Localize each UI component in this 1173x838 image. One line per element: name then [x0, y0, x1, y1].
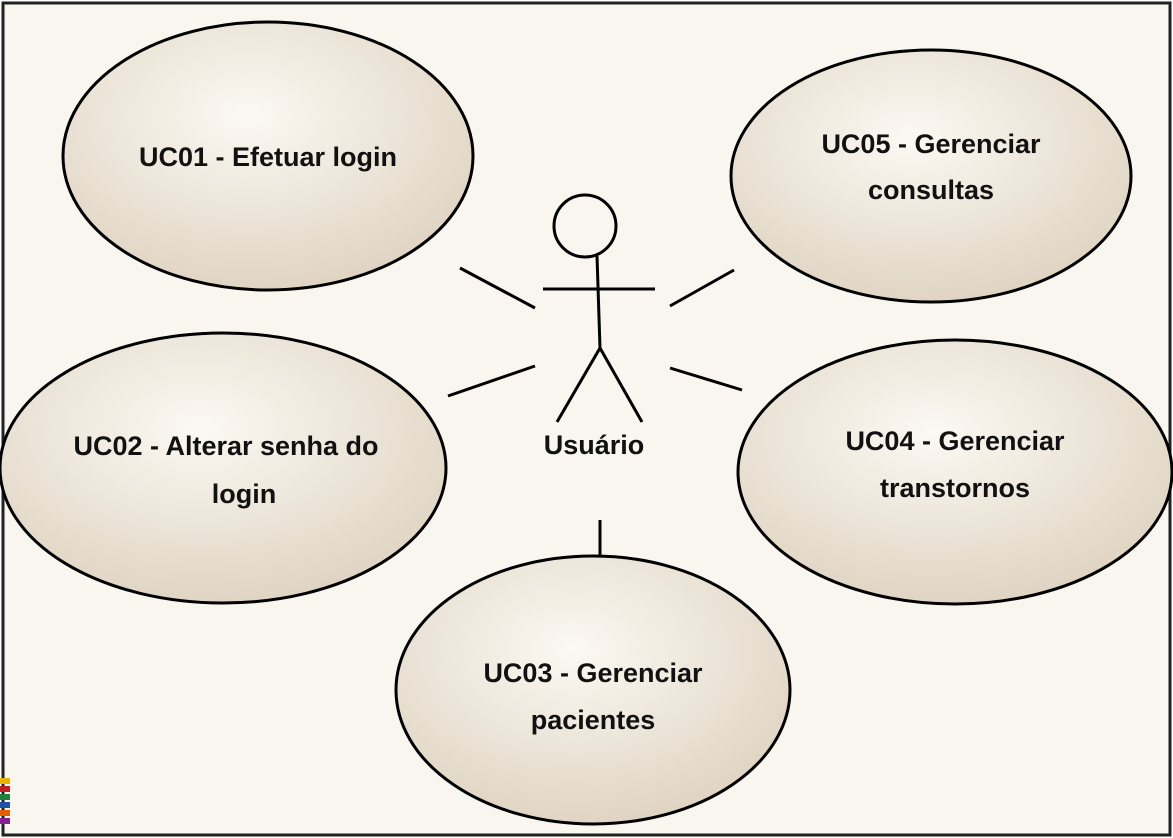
use-case-ellipse	[736, 338, 1173, 606]
use-case-label-line-2: consultas	[868, 175, 994, 205]
association-uc02	[447, 364, 536, 398]
use-case-label-line-2: transtornos	[880, 473, 1030, 503]
use-case-uc05[interactable]: UC05 - Gerenciar consultas	[729, 48, 1133, 304]
use-case-ellipse	[61, 20, 475, 292]
use-case-uc02[interactable]: UC02 - Alterar senha do login	[0, 331, 448, 605]
use-case-ellipse	[0, 331, 448, 605]
corner-decoration	[0, 778, 10, 824]
use-case-label: UC01 - Efetuar login	[139, 142, 397, 172]
use-case-uc04[interactable]: UC04 - Gerenciar transtornos	[736, 338, 1173, 606]
use-case-label-line-1: UC02 - Alterar senha do	[73, 431, 378, 461]
association-uc01	[459, 266, 536, 310]
use-case-ellipse	[394, 554, 792, 826]
use-case-label-line-1: UC04 - Gerenciar	[845, 426, 1065, 456]
association-uc04	[669, 366, 743, 392]
use-case-uc03[interactable]: UC03 - Gerenciar pacientes	[394, 554, 792, 826]
actor-figure-icon	[543, 193, 655, 423]
use-case-label-line-1: UC03 - Gerenciar	[483, 658, 703, 688]
use-case-label-line-2: pacientes	[531, 705, 656, 735]
actor-usuario[interactable]: Usuário	[543, 193, 655, 460]
association-uc05	[669, 268, 735, 308]
use-case-uc01[interactable]: UC01 - Efetuar login	[61, 20, 475, 292]
actor-label: Usuário	[544, 430, 645, 460]
association-lines	[447, 266, 743, 558]
use-case-ellipse	[729, 48, 1133, 304]
use-case-label-line-2: login	[212, 479, 276, 509]
use-case-label-line-1: UC05 - Gerenciar	[821, 129, 1041, 159]
